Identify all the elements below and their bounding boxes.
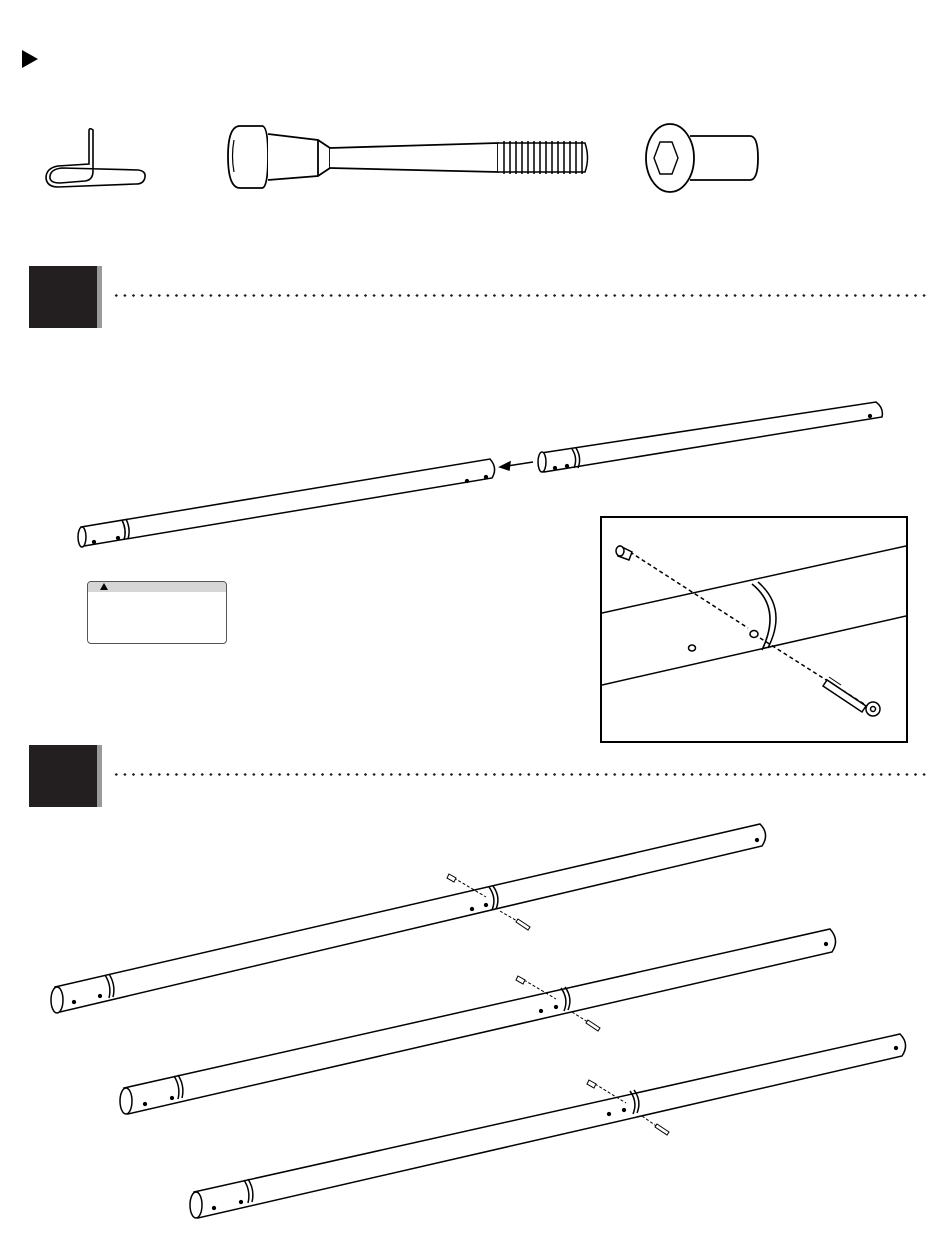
step-2-illustration [0,0,950,1248]
